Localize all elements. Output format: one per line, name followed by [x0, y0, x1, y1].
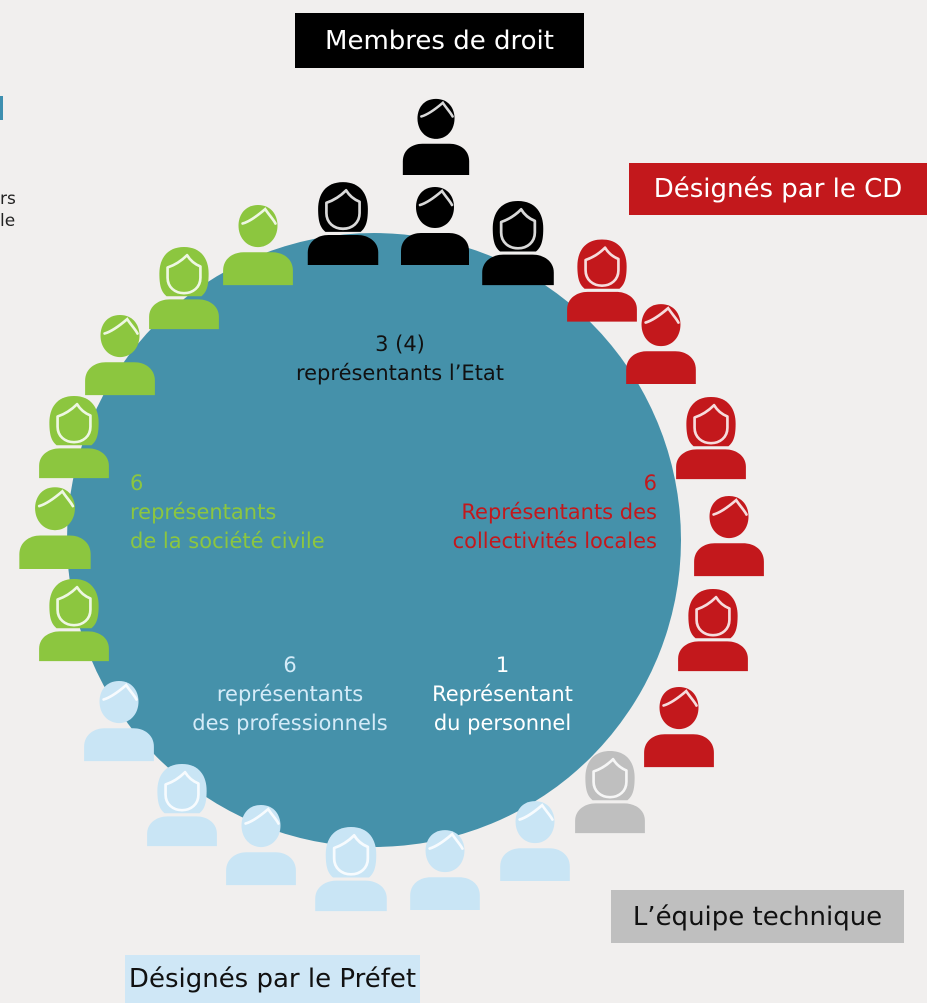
- group-pro-label-2: des professionnels: [192, 711, 388, 735]
- group-coll-label-1: Représentants des: [461, 500, 657, 524]
- council-table: [67, 233, 681, 847]
- group-pers-label-2: du personnel: [433, 711, 572, 735]
- group-collectivites: 6 Représentants des collectivités locale…: [453, 469, 657, 556]
- person-icon-personnel: [573, 749, 647, 834]
- group-etat-label: représentants l’Etat: [295, 361, 505, 385]
- person-icon-cd-6: [642, 685, 716, 768]
- person-icon-cd-3: [674, 395, 748, 481]
- person-icon-droit-3: [399, 185, 471, 265]
- group-coll-label-2: collectivités locales: [452, 529, 657, 553]
- person-icon-droit-1: [401, 97, 471, 175]
- person-icon-droit-2: [306, 180, 380, 265]
- cut-text-line1: rs: [0, 189, 16, 209]
- label-designes-cd: Désignés par le CD: [629, 163, 927, 215]
- cut-text-line2: le: [0, 211, 16, 231]
- group-societe-civile: 6 représentants de la société civile: [130, 469, 325, 556]
- group-etat-count: 3 (4): [375, 332, 425, 356]
- group-pers-count: 1: [495, 653, 510, 677]
- person-icon-cd-4: [692, 494, 766, 578]
- group-personnel: 1 Représentant du personnel: [410, 651, 595, 738]
- group-civile-label-1: représentants: [130, 500, 277, 524]
- label-equipe-technique: L’équipe technique: [611, 890, 904, 943]
- group-professionnels: 6 représentants des professionnels: [160, 651, 420, 738]
- cut-accent-bar: [0, 96, 3, 120]
- person-icon-civile-6: [221, 203, 295, 286]
- group-civile-count: 6: [130, 471, 144, 495]
- group-pro-count: 6: [283, 653, 297, 677]
- group-pro-label-1: représentants: [216, 682, 364, 706]
- person-icon-cd-5: [676, 587, 750, 673]
- person-icon-cd-1: [565, 238, 639, 322]
- label-designes-prefet: Désignés par le Préfet: [125, 955, 420, 1003]
- group-pers-label-1: Représentant: [432, 682, 573, 706]
- cut-text: rs le: [0, 188, 16, 232]
- label-membres-de-droit: Membres de droit: [295, 13, 584, 68]
- group-civile-label-2: de la société civile: [130, 529, 325, 553]
- group-coll-count: 6: [643, 471, 657, 495]
- group-etat: 3 (4) représentants l’Etat: [250, 330, 550, 388]
- person-icon-droit-4: [480, 199, 556, 286]
